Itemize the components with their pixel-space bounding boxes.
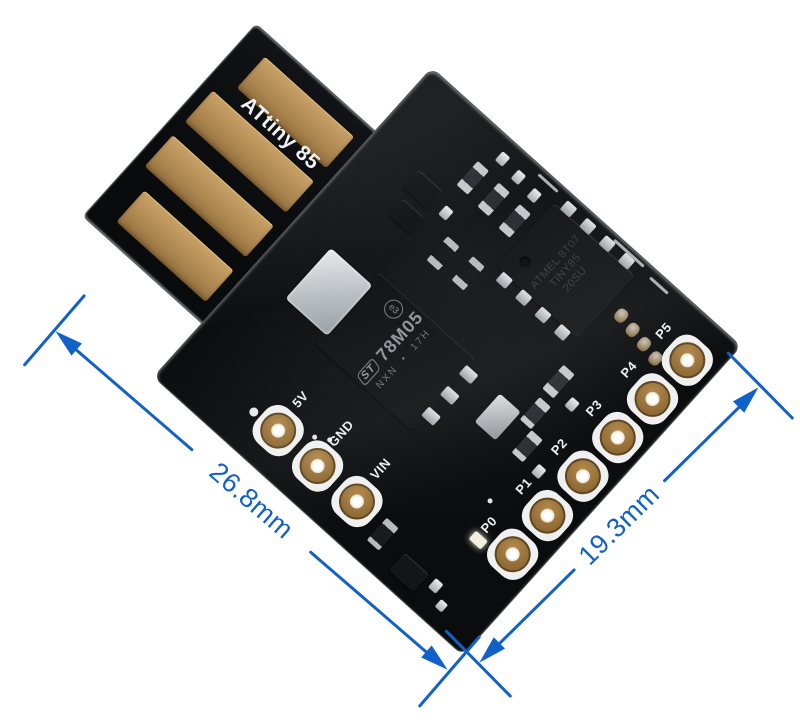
smd-pad xyxy=(427,578,444,594)
pin-label-vin: VIN xyxy=(367,455,394,483)
pin-ring xyxy=(522,490,573,542)
pin-ring xyxy=(487,528,539,580)
smd-pad xyxy=(564,396,580,413)
smd-resistor xyxy=(542,364,575,399)
silkscreen-dash xyxy=(537,173,559,193)
smd-resistor xyxy=(477,182,510,217)
smd-transistor xyxy=(388,198,425,234)
pin-bore xyxy=(307,456,328,476)
smd-pad xyxy=(510,169,527,186)
silkscreen-dot xyxy=(486,497,494,505)
smd-diode xyxy=(366,517,399,551)
smd-pad xyxy=(438,205,454,221)
pin-bore xyxy=(573,466,593,487)
solder-pad xyxy=(623,320,642,340)
pin-ring xyxy=(627,373,678,425)
pin-label-5v: 5V xyxy=(289,388,312,411)
smd-capacitor xyxy=(474,393,521,441)
smd-pad xyxy=(434,599,449,613)
pin-ring xyxy=(661,334,713,386)
smd-resistor xyxy=(456,160,490,195)
pin-label-gnd: GND xyxy=(325,416,357,450)
pin-bore xyxy=(347,491,367,512)
pin-bore xyxy=(677,350,698,371)
smd-resistor xyxy=(519,397,551,430)
solder-pad xyxy=(612,306,631,325)
smd-diode xyxy=(426,236,460,271)
pin-ring xyxy=(557,450,609,502)
pin-bore xyxy=(607,427,628,448)
attiny85-marking: ATMEL 8T07 TINY85 20SU xyxy=(523,226,610,316)
smd-pad xyxy=(526,187,542,204)
pin-bore xyxy=(268,420,289,441)
silkscreen-dash xyxy=(649,276,669,295)
pin-bore xyxy=(642,389,663,409)
pin-bore xyxy=(502,544,523,565)
pin1-dimple xyxy=(517,254,533,270)
smd-transistor xyxy=(388,552,429,593)
smd-pad xyxy=(494,151,511,167)
pin-bore xyxy=(537,505,558,526)
pin-ring xyxy=(592,412,644,463)
smd-diode xyxy=(451,256,485,291)
